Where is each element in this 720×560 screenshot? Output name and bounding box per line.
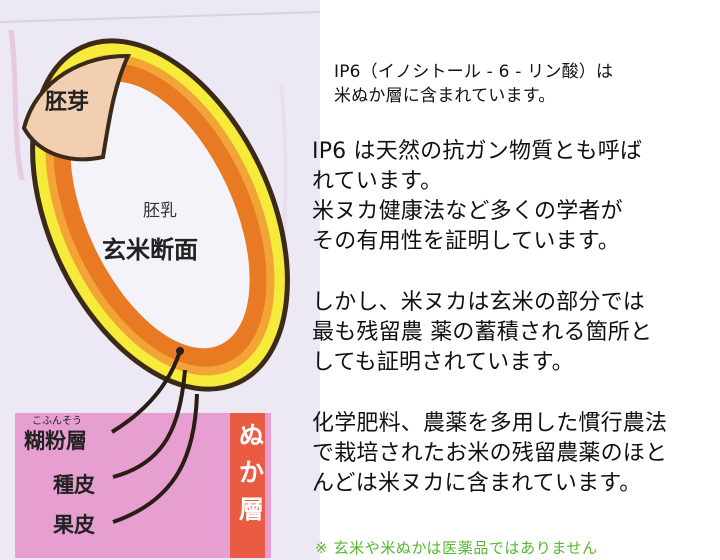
aleurone-furigana: こふんそう	[32, 415, 82, 427]
nuka-label-char-2: か	[239, 458, 264, 487]
paragraph-line: しかし、米ヌカは玄米の部分では	[312, 290, 646, 315]
intro-text: IP6（イノシトール - 6 - リン酸）は 米ぬか層に含まれています。	[334, 60, 613, 108]
nuka-layer-box	[230, 413, 265, 558]
faint-print-mark	[8, 29, 25, 181]
seed-coat-leader-line	[112, 369, 187, 479]
nuka-label-char-3: 層	[239, 495, 264, 524]
seed-coat-label: 種皮	[53, 473, 95, 497]
explanation-panel: IP6（イノシトール - 6 - リン酸）は 米ぬか層に含まれています。 IP6…	[312, 0, 720, 560]
aleurone-pointer-dot	[176, 347, 184, 355]
paper-fold-line	[0, 11, 320, 23]
nuka-label-char-1: ぬ	[239, 421, 264, 450]
rice-cross-section-panel: 胚芽 胚乳 玄米断面 こふんそう 糊粉層 種皮 果皮 ぬ か 層	[0, 0, 320, 560]
intro-line: 米ぬか層に含まれています。	[334, 86, 556, 106]
aleurone-layer-label: 糊粉層	[24, 429, 87, 453]
intro-line: IP6（イノシトール - 6 - リン酸）は	[334, 62, 614, 82]
paragraph-line: IP6 は天然の抗ガン物質とも呼ば	[312, 139, 643, 164]
germ-label: 胚芽	[45, 90, 89, 115]
paragraph-line: しても証明されています。	[312, 350, 574, 375]
paragraph-line: れています。	[312, 169, 443, 194]
paragraph-line: で栽培されたお米の残留農薬のほと	[312, 441, 668, 466]
cross-section-title: 玄米断面	[102, 236, 198, 264]
endosperm-area	[70, 81, 250, 349]
paragraph-line: その有用性を証明しています。	[312, 229, 620, 254]
paragraph-line: 化学肥料、農薬を多用した慣行農法	[312, 411, 668, 436]
ip6-explanation-paragraph: IP6 は天然の抗ガン物質とも呼ば れています。 米ヌカ健康法など多くの学者が …	[312, 137, 642, 257]
aleurone-leader-line	[110, 350, 182, 434]
rice-cross-section-diagram: 胚芽 胚乳 玄米断面 こふんそう 糊粉層 種皮 果皮 ぬ か 層	[0, 0, 320, 560]
germ-region	[21, 53, 132, 162]
layer-label-box	[15, 413, 271, 558]
pericarp-leader-line	[112, 393, 199, 524]
pericarp-label: 果皮	[53, 513, 95, 537]
medical-disclaimer: ※ 玄米や米ぬかは医薬品ではありません	[315, 539, 598, 557]
paragraph-line: んどは米ヌカに含まれています。	[312, 471, 642, 496]
residual-pesticide-paragraph: しかし、米ヌカは玄米の部分では 最も残留農 薬の蓄積される箇所と しても証明され…	[312, 288, 652, 378]
paragraph-line: 米ヌカ健康法など多くの学者が	[312, 199, 623, 224]
endosperm-label: 胚乳	[143, 201, 177, 221]
conventional-farming-paragraph: 化学肥料、農薬を多用した慣行農法 で栽培されたお米の残留農薬のほと んどは米ヌカ…	[312, 409, 667, 499]
paragraph-line: 最も残留農 薬の蓄積される箇所と	[312, 320, 653, 345]
